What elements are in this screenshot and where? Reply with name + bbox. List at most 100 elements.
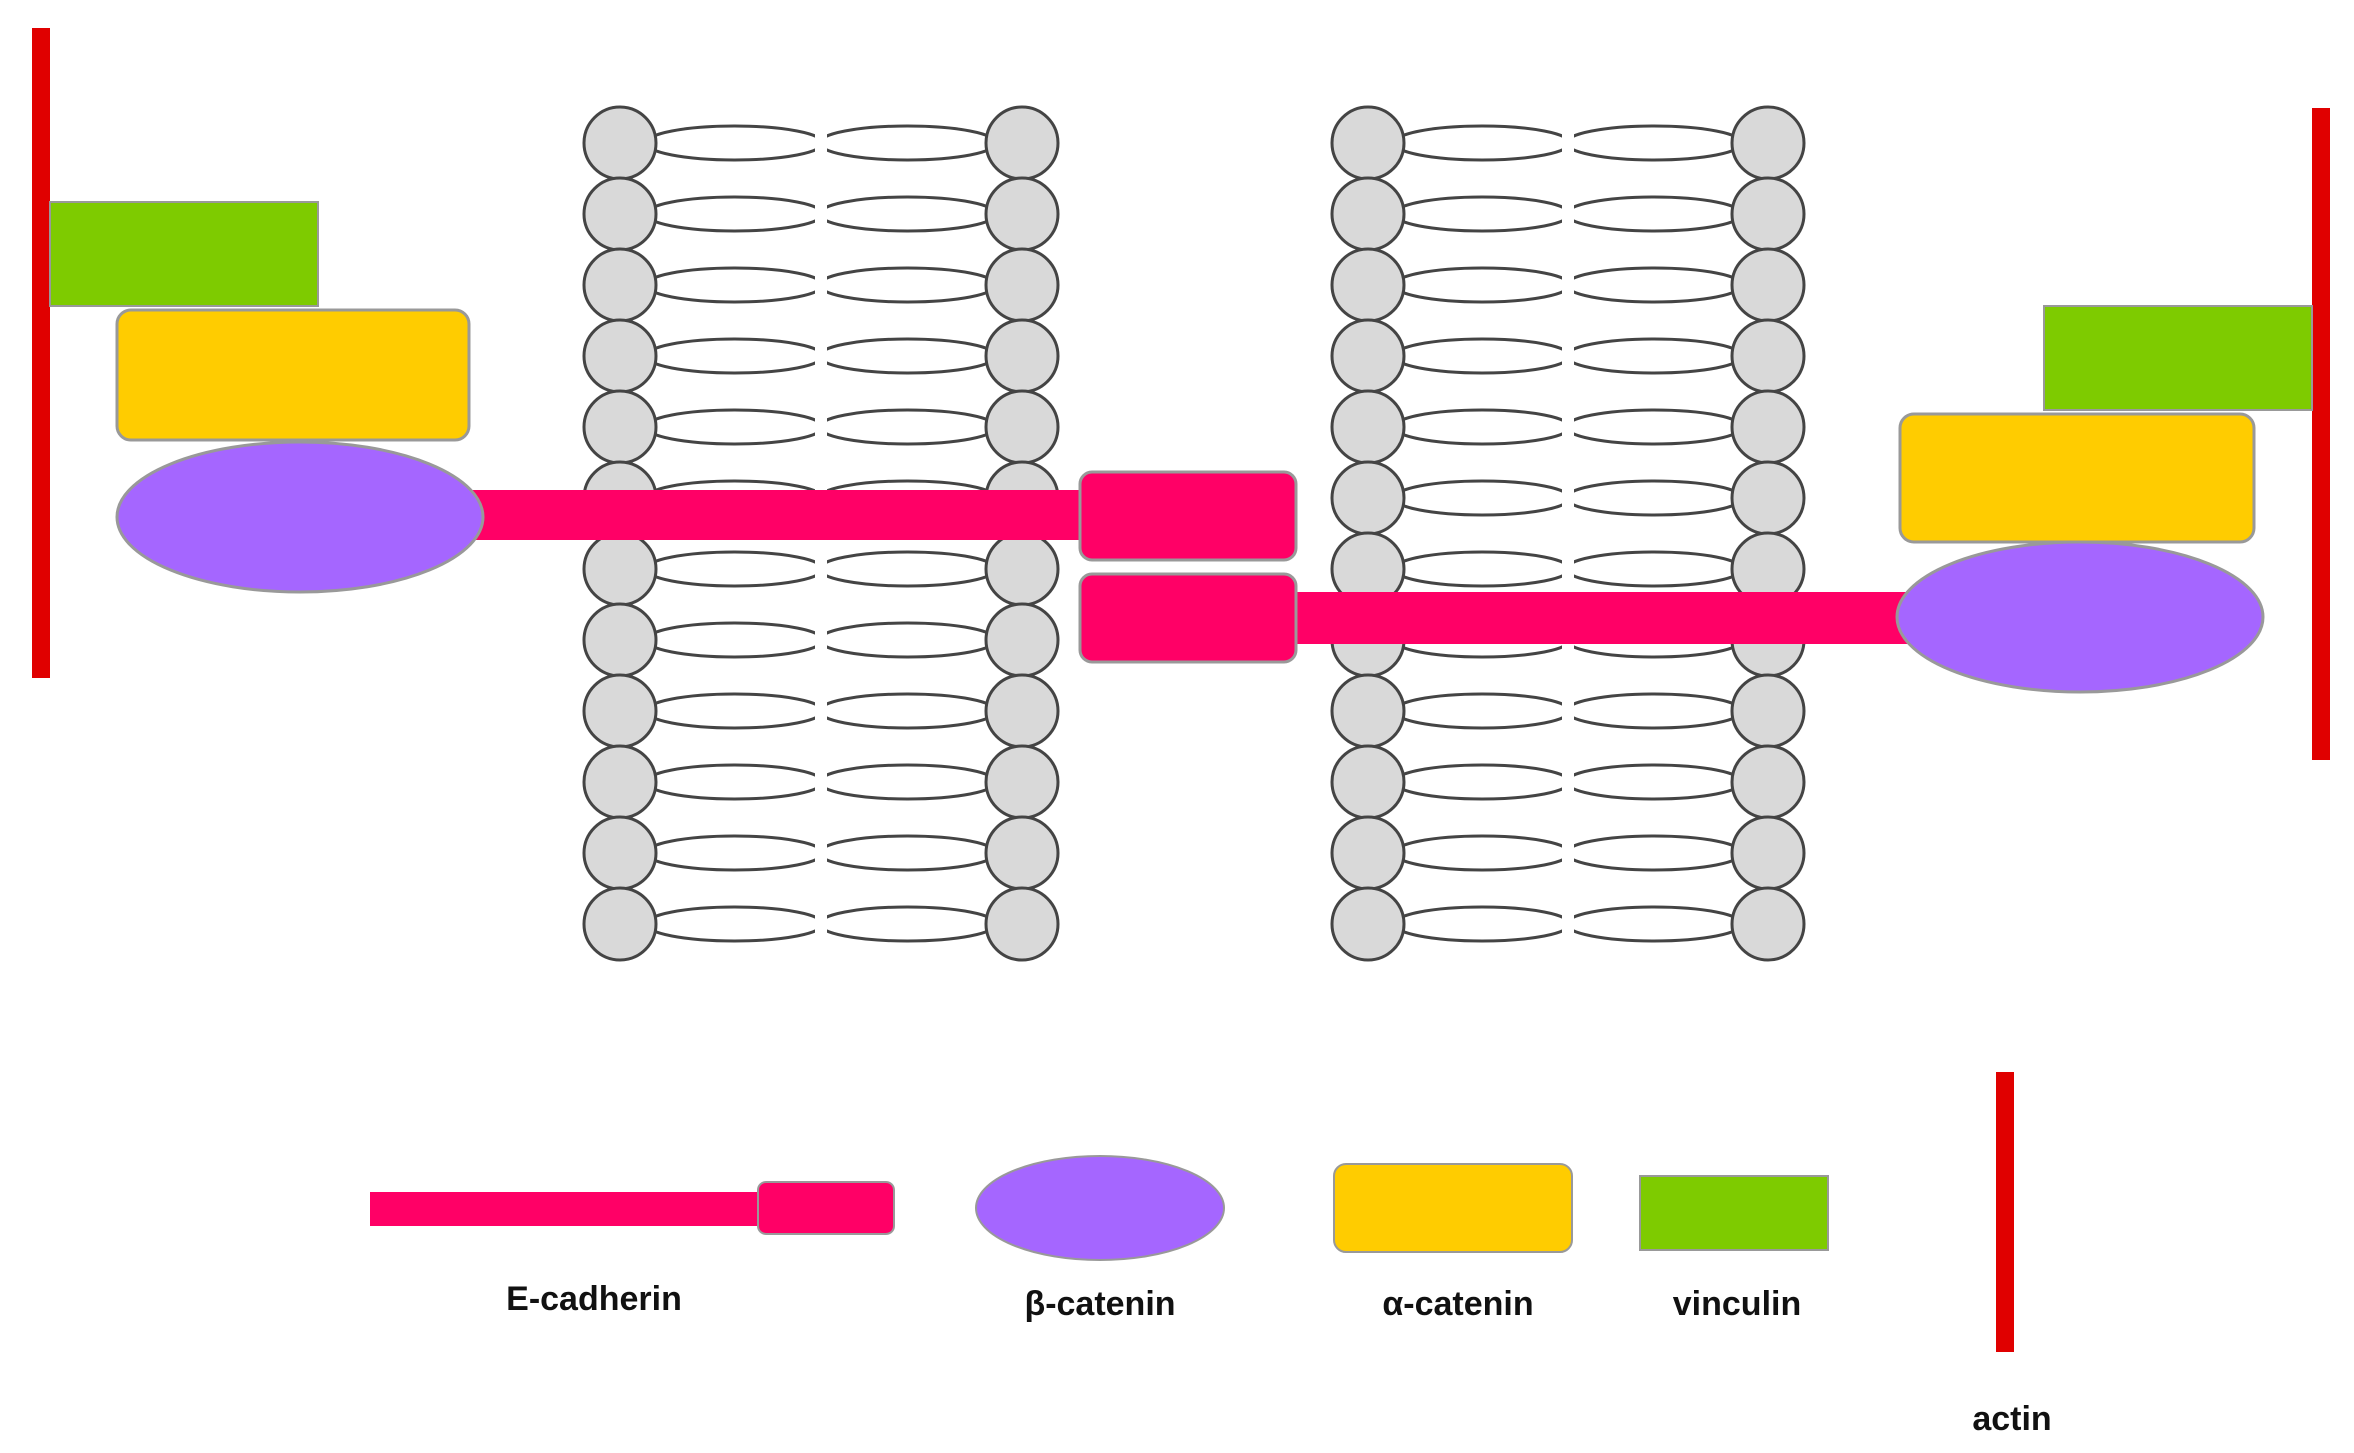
left-lipid-tail-outer-2 [644, 195, 825, 233]
e-cadherin-rod-left [470, 490, 1082, 540]
left-lipid-head-inner-9 [984, 673, 1060, 749]
right-lipid-head-outer-4 [1330, 318, 1406, 394]
actin-filament-left [32, 28, 50, 678]
right-lipid-head-inner-12 [1730, 886, 1806, 962]
actin-filament-right [2312, 108, 2330, 760]
right-leaflet-gap-12 [1562, 902, 1574, 946]
right-lipid-tail-outer-2 [1392, 195, 1572, 233]
left-lipid-tail-outer-5 [644, 408, 825, 446]
legend-actin: actin [1972, 1072, 2052, 1438]
left-leaflet-gap-9 [815, 689, 827, 733]
right-lipid-tail-inner-5 [1564, 408, 1744, 446]
left-lipid-tail-inner-11 [817, 834, 998, 872]
left-lipid-head-outer-1 [582, 105, 658, 181]
left-lipid-tail-outer-9 [644, 692, 825, 730]
left-lipid-tail-outer-3 [644, 266, 825, 304]
left-lipid-tail-outer-12 [644, 905, 825, 943]
e-cadherin-rod-right [1296, 592, 1910, 644]
legend-label-actin: actin [1972, 1400, 2051, 1438]
right-lipid-tail-inner-11 [1564, 834, 1744, 872]
vinculin-left [49, 201, 319, 307]
right-leaflet-gap-5 [1562, 405, 1574, 449]
left-leaflet-gap-12 [815, 902, 827, 946]
right-lipid-head-outer-10 [1330, 744, 1406, 820]
right-leaflet-gap-9 [1562, 689, 1574, 733]
right-lipid-head-inner-3 [1730, 247, 1806, 323]
beta-catenin-left [115, 440, 485, 594]
right-lipid-tail-inner-7 [1564, 550, 1744, 588]
left-lipid-head-inner-11 [984, 815, 1060, 891]
right-lipid-head-outer-1 [1330, 105, 1406, 181]
left-lipid-head-outer-10 [582, 744, 658, 820]
right-lipid-head-outer-5 [1330, 389, 1406, 465]
left-lipid-tail-outer-8 [644, 621, 825, 659]
left-leaflet-gap-2 [815, 192, 827, 236]
left-leaflet-gap-7 [815, 547, 827, 591]
left-lipid-head-inner-1 [984, 105, 1060, 181]
right-leaflet-gap-7 [1562, 547, 1574, 591]
right-lipid-head-outer-3 [1330, 247, 1406, 323]
left-lipid-head-outer-8 [582, 602, 658, 678]
right-lipid-tail-outer-3 [1392, 266, 1572, 304]
left-lipid-tail-inner-7 [817, 550, 998, 588]
legend-label-e-cadherin: E-cadherin [506, 1280, 682, 1318]
left-lipid-head-outer-9 [582, 673, 658, 749]
legend-vinculin-swatch [1639, 1175, 1829, 1251]
left-leaflet-gap-8 [815, 618, 827, 662]
left-lipid-tail-inner-8 [817, 621, 998, 659]
right-lipid-tail-inner-10 [1564, 763, 1744, 801]
right-lipid-head-inner-9 [1730, 673, 1806, 749]
left-lipid-head-inner-10 [984, 744, 1060, 820]
left-lipid-head-inner-12 [984, 886, 1060, 962]
right-lipid-tail-inner-4 [1564, 337, 1744, 375]
left-lipid-head-outer-7 [582, 531, 658, 607]
right-leaflet-gap-6 [1562, 476, 1574, 520]
left-leaflet-gap-3 [815, 263, 827, 307]
left-lipid-tail-inner-3 [817, 266, 998, 304]
left-lipid-head-outer-2 [582, 176, 658, 252]
left-lipid-tail-inner-9 [817, 692, 998, 730]
right-lipid-head-inner-11 [1730, 815, 1806, 891]
left-lipid-tail-outer-4 [644, 337, 825, 375]
right-lipid-tail-outer-12 [1392, 905, 1572, 943]
left-lipid-head-outer-4 [582, 318, 658, 394]
left-lipid-head-inner-4 [984, 318, 1060, 394]
left-leaflet-gap-4 [815, 334, 827, 378]
left-lipid-head-inner-2 [984, 176, 1060, 252]
right-leaflet-gap-11 [1562, 831, 1574, 875]
right-lipid-head-outer-6 [1330, 460, 1406, 536]
right-lipid-head-inner-5 [1730, 389, 1806, 465]
left-lipid-tail-inner-10 [817, 763, 998, 801]
legend: E-cadherin β-catenin α-catenin vinculin … [370, 1072, 2052, 1438]
legend-beta-catenin-swatch [975, 1155, 1225, 1261]
right-lipid-head-inner-2 [1730, 176, 1806, 252]
left-lipid-tail-outer-11 [644, 834, 825, 872]
legend-beta-catenin: β-catenin [975, 1155, 1225, 1323]
right-lipid-head-outer-12 [1330, 886, 1406, 962]
left-lipid-head-outer-5 [582, 389, 658, 465]
right-lipid-head-outer-2 [1330, 176, 1406, 252]
right-lipid-tail-inner-2 [1564, 195, 1744, 233]
left-lipid-tail-inner-4 [817, 337, 998, 375]
legend-label-alpha-catenin: α-catenin [1382, 1285, 1533, 1323]
right-leaflet-gap-10 [1562, 760, 1574, 804]
right-lipid-tail-inner-3 [1564, 266, 1744, 304]
left-lipid-tail-outer-10 [644, 763, 825, 801]
e-cadherin-head-left [1078, 470, 1298, 562]
right-leaflet-gap-4 [1562, 334, 1574, 378]
right-lipid-head-inner-4 [1730, 318, 1806, 394]
right-lipid-head-inner-10 [1730, 744, 1806, 820]
left-leaflet-gap-1 [815, 121, 827, 165]
legend-alpha-catenin-swatch [1333, 1163, 1573, 1253]
right-lipid-tail-inner-9 [1564, 692, 1744, 730]
right-lipid-tail-outer-9 [1392, 692, 1572, 730]
left-leaflet-gap-5 [815, 405, 827, 449]
vinculin-right [2043, 305, 2313, 411]
left-lipid-head-outer-11 [582, 815, 658, 891]
legend-alpha-catenin: α-catenin [1333, 1163, 1573, 1323]
right-lipid-tail-outer-5 [1392, 408, 1572, 446]
beta-catenin-right [1895, 540, 2265, 694]
right-lipid-tail-outer-1 [1392, 124, 1572, 162]
legend-vinculin: vinculin [1639, 1175, 1829, 1323]
